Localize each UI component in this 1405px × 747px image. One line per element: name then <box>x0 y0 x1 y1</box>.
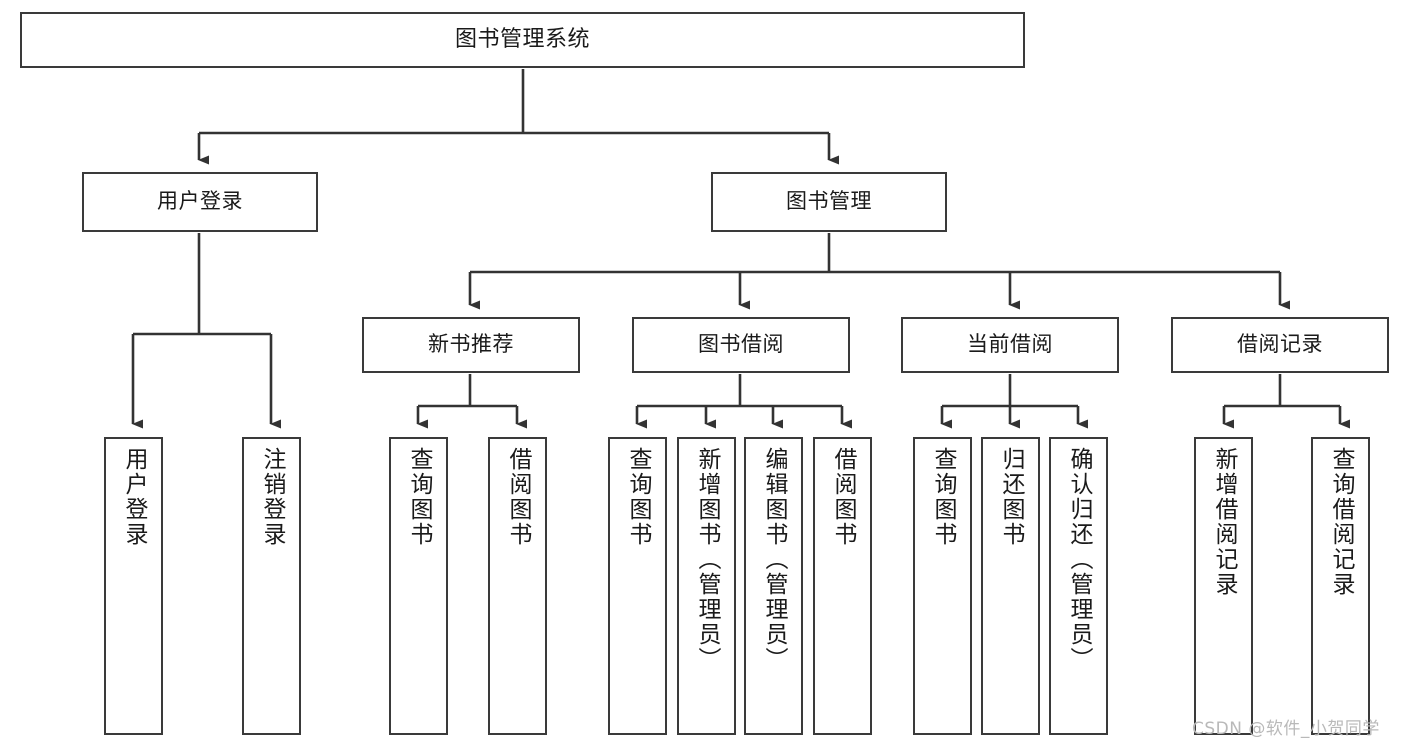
node-label: 图书借阅 <box>698 332 784 357</box>
node-label: 借阅记录 <box>1237 332 1323 357</box>
node-label: 新增图书（管理员） <box>694 447 720 672</box>
node-label: 确认归还（管理员） <box>1066 447 1092 672</box>
node-label: 新增借阅记录 <box>1211 447 1237 597</box>
node-label: 用户登录 <box>121 447 147 547</box>
leaf-book-borrow-query-book[interactable]: 查询图书 <box>608 437 667 735</box>
node-label: 图书管理系统 <box>454 26 590 52</box>
node-label: 编辑图书（管理员） <box>761 447 787 672</box>
leaf-new-book-query-book[interactable]: 查询图书 <box>389 437 448 735</box>
leaf-user-login-logout[interactable]: 注销登录 <box>242 437 301 735</box>
leaf-book-borrow-add-book-admin[interactable]: 新增图书（管理员） <box>677 437 736 735</box>
node-label: 新书推荐 <box>428 332 514 357</box>
node-label: 查询图书 <box>930 447 956 547</box>
node-label: 查询图书 <box>625 447 651 547</box>
leaf-user-login-login[interactable]: 用户登录 <box>104 437 163 735</box>
leaf-new-book-borrow-book[interactable]: 借阅图书 <box>488 437 547 735</box>
node-book-management[interactable]: 图书管理 <box>711 172 947 232</box>
node-label: 注销登录 <box>259 447 285 547</box>
leaf-borrow-record-add-record[interactable]: 新增借阅记录 <box>1194 437 1253 735</box>
node-user-login[interactable]: 用户登录 <box>82 172 318 232</box>
node-label: 查询借阅记录 <box>1328 447 1354 597</box>
leaf-current-borrow-confirm-return-admin[interactable]: 确认归还（管理员） <box>1049 437 1108 735</box>
leaf-current-borrow-query-book[interactable]: 查询图书 <box>913 437 972 735</box>
node-label: 当前借阅 <box>967 332 1053 357</box>
leaf-book-borrow-edit-book-admin[interactable]: 编辑图书（管理员） <box>744 437 803 735</box>
node-label: 借阅图书 <box>505 447 531 547</box>
leaf-current-borrow-return-book[interactable]: 归还图书 <box>981 437 1040 735</box>
node-label: 图书管理 <box>786 189 872 214</box>
node-new-book-recommend[interactable]: 新书推荐 <box>362 317 580 373</box>
node-label: 查询图书 <box>406 447 432 547</box>
node-borrow-record[interactable]: 借阅记录 <box>1171 317 1389 373</box>
leaf-book-borrow-lend-book[interactable]: 借阅图书 <box>813 437 872 735</box>
leaf-borrow-record-query-record[interactable]: 查询借阅记录 <box>1311 437 1370 735</box>
node-book-borrow[interactable]: 图书借阅 <box>632 317 850 373</box>
node-root-book-management-system[interactable]: 图书管理系统 <box>20 12 1025 68</box>
node-label: 用户登录 <box>157 189 243 214</box>
node-label: 归还图书 <box>998 447 1024 547</box>
node-current-borrow[interactable]: 当前借阅 <box>901 317 1119 373</box>
node-label: 借阅图书 <box>830 447 856 547</box>
